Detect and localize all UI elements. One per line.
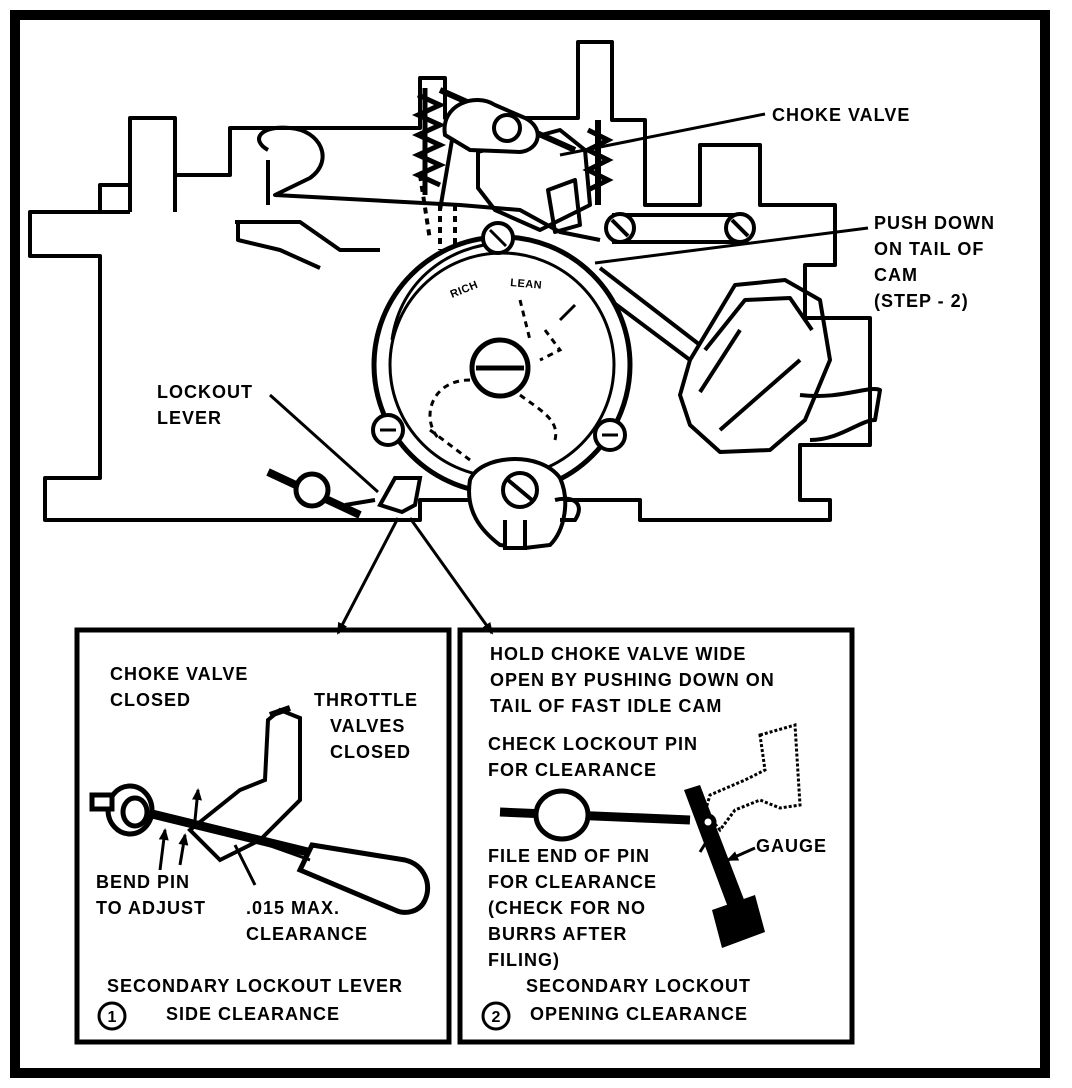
p1-bend-label-2: TO ADJUST [96, 898, 206, 918]
p2-lockout-pin [499, 807, 691, 825]
p2-title-1: SECONDARY LOCKOUT [526, 976, 751, 996]
cam-screws [604, 212, 756, 244]
p2-gauge-label: GAUGE [756, 836, 827, 856]
p2-check-label-2: FOR CLEARANCE [488, 760, 657, 780]
p2-file-label-5: FILING) [488, 950, 560, 970]
p2-file-label-3: (CHECK FOR NO [488, 898, 646, 918]
p2-pin-head [533, 788, 717, 842]
p2-number: 2 [492, 1009, 501, 1026]
p1-number: 1 [108, 1009, 117, 1026]
p1-max-label-2: CLEARANCE [246, 924, 368, 944]
p1-max-label-1: .015 MAX. [246, 898, 340, 918]
p2-hold-label-1: HOLD CHOKE VALVE WIDE [490, 644, 746, 664]
choke-valve-leader [559, 112, 766, 157]
p1-feeler-gauge [239, 833, 431, 915]
p2-title-2: OPENING CLEARANCE [530, 1004, 748, 1024]
push-down-label-1: PUSH DOWN [874, 213, 995, 233]
p1-throttle-label-2: VALVES [330, 716, 405, 736]
p1-lockout-lever [187, 705, 302, 863]
push-down-label-4: (STEP - 2) [874, 291, 969, 311]
p2-file-leader [698, 827, 717, 853]
dial-lean-label: LEAN [510, 277, 543, 292]
push-down-leader [594, 226, 869, 265]
p2-file-label-4: BURRS AFTER [488, 924, 627, 944]
p1-throttle-label-3: CLOSED [330, 742, 411, 762]
carburetor-body [28, 40, 882, 522]
p1-choke-label-1: CHOKE VALVE [110, 664, 248, 684]
arrow-to-panel-2 [408, 517, 494, 635]
p2-check-label-1: CHECK LOCKOUT PIN [488, 734, 698, 754]
choke-lever [438, 98, 540, 211]
p1-number-circle [97, 1001, 127, 1031]
fast-idle-cam [467, 457, 581, 551]
p2-gauge-leader [726, 846, 756, 862]
push-down-label-2: ON TAIL OF [874, 239, 984, 259]
p1-choke-label-2: CLOSED [110, 690, 191, 710]
p1-title-2: SIDE CLEARANCE [166, 1004, 340, 1024]
panel-1: CHOKE VALVE CLOSED THROTTLE VALVES CLOSE… [74, 627, 452, 1045]
p2-hold-label-3: TAIL OF FAST IDLE CAM [490, 696, 722, 716]
lockout-lever-label-1: LOCKOUT [157, 382, 253, 402]
lockout-lever-leader [268, 393, 380, 494]
panel-2: HOLD CHOKE VALVE WIDE OPEN BY PUSHING DO… [457, 627, 855, 1045]
p1-bend-arrows [158, 788, 257, 886]
adjustment-pin [266, 468, 362, 519]
p2-lockout-lever [703, 723, 802, 833]
arrow-to-panel-1 [336, 517, 400, 635]
lockout-lever-label-2: LEVER [157, 408, 222, 428]
p1-throttle-label-1: THROTTLE [314, 690, 418, 710]
p1-pin-head [89, 783, 155, 837]
p1-bend-label-1: BEND PIN [96, 872, 190, 892]
choke-thermostat-dial [371, 221, 633, 496]
p2-file-label-1: FILE END OF PIN [488, 846, 650, 866]
p2-hold-label-2: OPEN BY PUSHING DOWN ON [490, 670, 775, 690]
p2-file-label-2: FOR CLEARANCE [488, 872, 657, 892]
p1-title-1: SECONDARY LOCKOUT LEVER [107, 976, 403, 996]
push-down-label-3: CAM [874, 265, 918, 285]
p2-feeler-gauge [684, 785, 765, 948]
choke-valve-label: CHOKE VALVE [772, 105, 910, 125]
lockout-lever-part [344, 476, 423, 515]
p2-number-circle [481, 1001, 511, 1031]
